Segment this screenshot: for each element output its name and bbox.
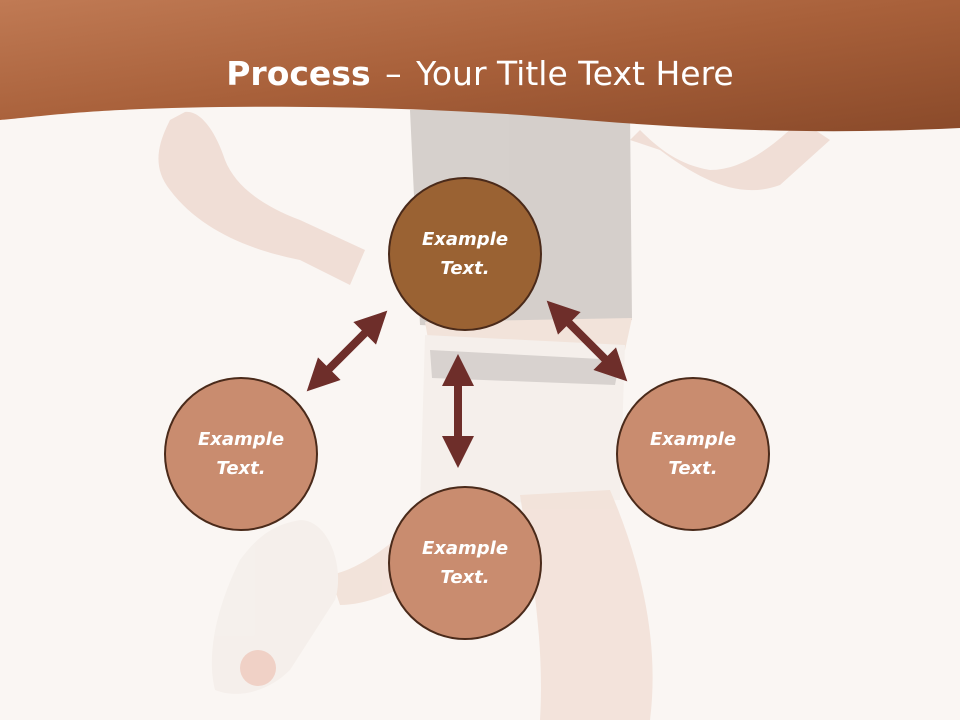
process-circle-bottom: Example Text. [388, 486, 542, 640]
title-separator: – [385, 54, 402, 93]
circle-bottom-text: Example Text. [421, 538, 509, 588]
circle-left-text: Example Text. [197, 429, 285, 479]
header-band [0, 0, 960, 132]
process-circle-right: Example Text. [616, 377, 770, 531]
page-title: Process – Your Title Text Here [0, 52, 960, 96]
title-rest: Your Title Text Here [416, 54, 734, 93]
circle-top-text: Example Text. [421, 229, 509, 279]
circle-right-text: Example Text. [649, 429, 737, 479]
process-circle-left: Example Text. [164, 377, 318, 531]
process-circle-top: Example Text. [388, 177, 542, 331]
title-bold: Process [226, 54, 371, 93]
